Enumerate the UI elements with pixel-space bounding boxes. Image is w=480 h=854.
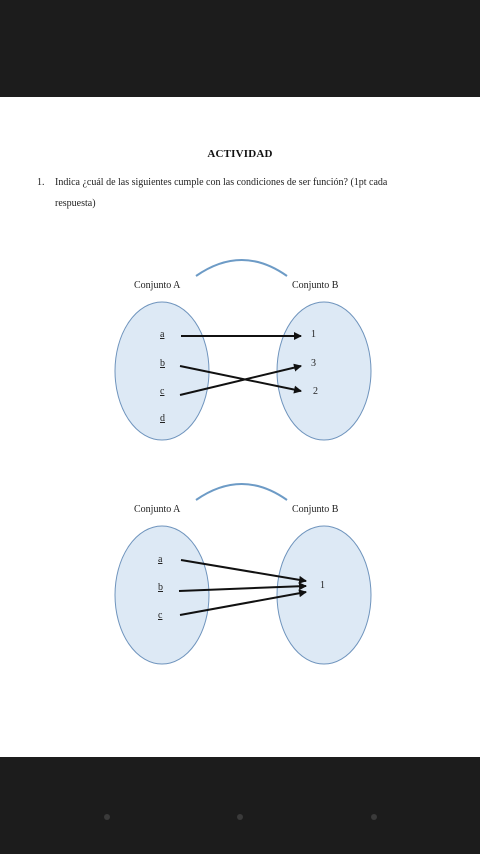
arrow-c-to-3 <box>179 363 302 396</box>
top-status-bar <box>0 0 480 97</box>
bottom-navigation-bar <box>0 757 480 854</box>
set-b-label: Conjunto B <box>292 280 339 291</box>
nav-recents-button[interactable] <box>371 814 377 820</box>
set-a-element: a <box>158 554 163 565</box>
question-text-line1: Indica ¿cuál de las siguientes cumple co… <box>55 177 388 188</box>
set-b-ellipse <box>276 525 372 665</box>
document-page <box>0 97 480 757</box>
set-a-label: Conjunto A <box>134 280 181 291</box>
set-a-element: a <box>160 329 165 340</box>
set-a-element: d <box>160 413 165 424</box>
set-b-ellipse <box>276 301 372 441</box>
nav-back-button[interactable] <box>104 814 110 820</box>
question-text-line2: respuesta) <box>55 198 96 209</box>
nav-home-button[interactable] <box>237 814 243 820</box>
set-a-label: Conjunto A <box>134 504 181 515</box>
set-a-element: b <box>160 358 165 369</box>
relation-arc <box>195 259 288 277</box>
mapping-diagram-1: Conjunto A Conjunto B a b c d 1 3 2 <box>0 240 480 470</box>
set-a-element: c <box>158 610 163 621</box>
set-b-element: 1 <box>320 580 325 591</box>
diagram-2-graphics <box>114 483 372 665</box>
set-a-element: c <box>160 386 165 397</box>
mapping-diagram-2: Conjunto A Conjunto B a b c 1 <box>0 464 480 694</box>
relation-arc <box>195 483 288 501</box>
arrow-b-to-1 <box>178 582 307 592</box>
document-title: ACTIVIDAD <box>207 148 273 160</box>
set-b-label: Conjunto B <box>292 504 339 515</box>
arrow-c-to-1 <box>179 589 307 616</box>
set-a-ellipse <box>114 525 210 665</box>
arrow-a-to-1 <box>180 559 307 584</box>
set-b-element: 2 <box>313 386 318 397</box>
set-a-element: b <box>158 582 163 593</box>
arrow-b-to-2 <box>179 365 302 394</box>
set-b-element: 1 <box>311 329 316 340</box>
diagram-1-graphics <box>114 259 372 441</box>
question-number: 1. <box>37 177 45 188</box>
set-b-element: 3 <box>311 358 316 369</box>
